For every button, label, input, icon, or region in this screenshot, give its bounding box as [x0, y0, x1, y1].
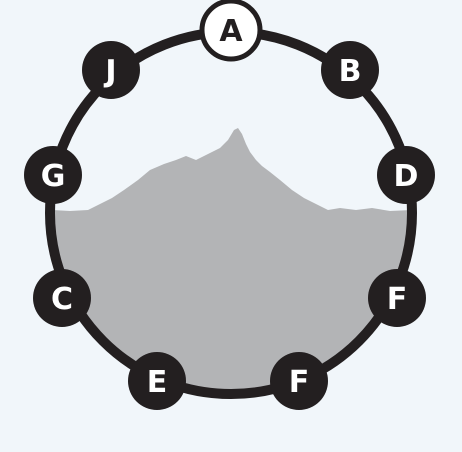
- node-label: B: [339, 54, 362, 89]
- node-4: F: [270, 352, 328, 410]
- mountain-silhouette: [40, 128, 412, 420]
- node-8: J: [82, 41, 140, 99]
- node-label: C: [51, 282, 73, 317]
- node-1: B: [321, 41, 379, 99]
- node-label: E: [147, 365, 168, 400]
- node-7: G: [24, 146, 82, 204]
- node-6: C: [33, 269, 91, 327]
- node-3: F: [368, 269, 426, 327]
- node-label: F: [289, 365, 310, 400]
- node-label: G: [41, 159, 66, 194]
- node-label: A: [219, 14, 243, 49]
- node-label: D: [394, 159, 419, 194]
- node-label: F: [387, 282, 408, 317]
- node-0: A: [202, 1, 260, 59]
- node-label: J: [103, 54, 116, 89]
- node-5: E: [128, 352, 186, 410]
- node-2: D: [377, 146, 435, 204]
